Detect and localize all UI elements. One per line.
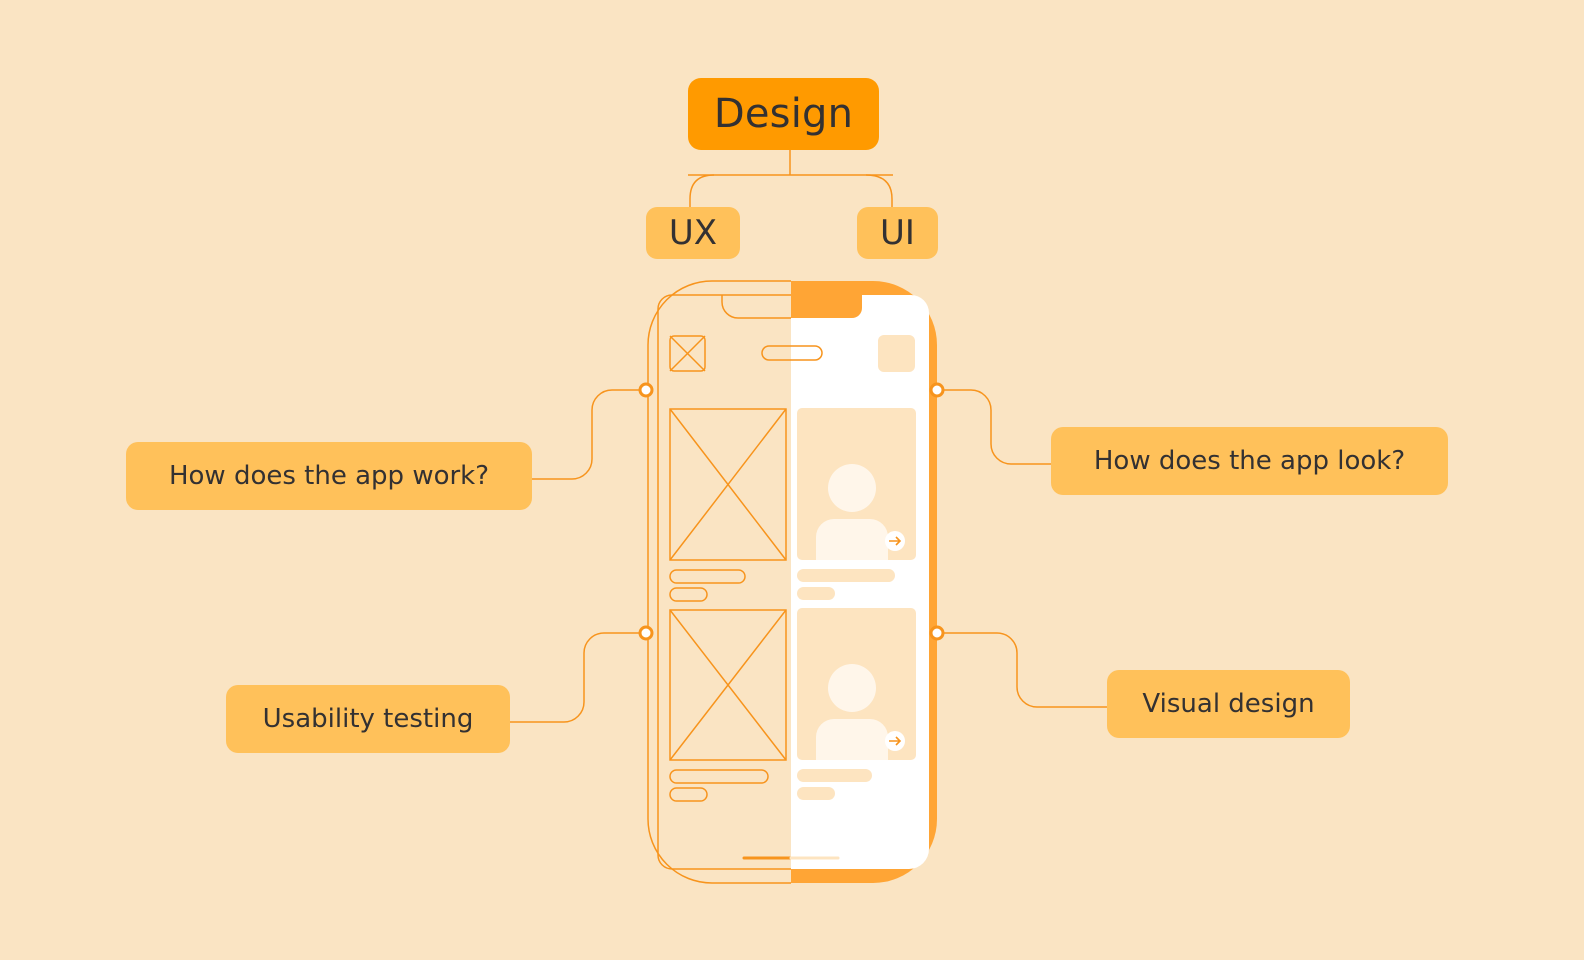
ux-card-1-title-bar (669, 569, 746, 584)
phone-ux-half (647, 280, 823, 884)
user-body-icon (816, 519, 888, 560)
callout-connectors (510, 389, 1107, 723)
callout-usability-testing: Usability testing (226, 685, 510, 753)
phone-notch-ux (721, 295, 791, 319)
user-head-icon (828, 464, 876, 512)
callout-app-look: How does the app look? (1051, 427, 1448, 495)
anchor-dot (929, 625, 945, 641)
anchor-dot (929, 382, 945, 398)
phone-notch-ui (791, 281, 862, 318)
anchor-points (638, 382, 945, 641)
tree-connectors (687, 150, 893, 207)
callout-visual-design: Visual design (1107, 670, 1350, 738)
anchor-dot (638, 382, 654, 398)
ui-avatar-square (878, 335, 915, 372)
ux-card-1-image (669, 408, 787, 561)
ui-card-1-sub-bar (797, 587, 835, 600)
ui-card-2-sub-bar (797, 787, 835, 800)
callout-app-work: How does the app work? (126, 442, 532, 510)
image-placeholder-icon (669, 335, 706, 372)
ux-card-2-sub-bar (669, 787, 708, 802)
ux-title-pill (761, 345, 823, 361)
anchor-dot (638, 625, 654, 641)
ux-node: UX (646, 207, 740, 259)
ui-card-2-title-bar (797, 769, 872, 782)
ui-node: UI (857, 207, 938, 259)
ui-card-1-title-bar (797, 569, 895, 582)
ux-card-2-image (669, 609, 787, 761)
user-head-icon (828, 664, 876, 712)
phone-ui-half (791, 281, 937, 883)
user-body-icon (816, 719, 888, 760)
design-node: Design (688, 78, 879, 150)
ux-card-2-title-bar (669, 769, 769, 784)
ux-card-1-sub-bar (669, 587, 708, 602)
